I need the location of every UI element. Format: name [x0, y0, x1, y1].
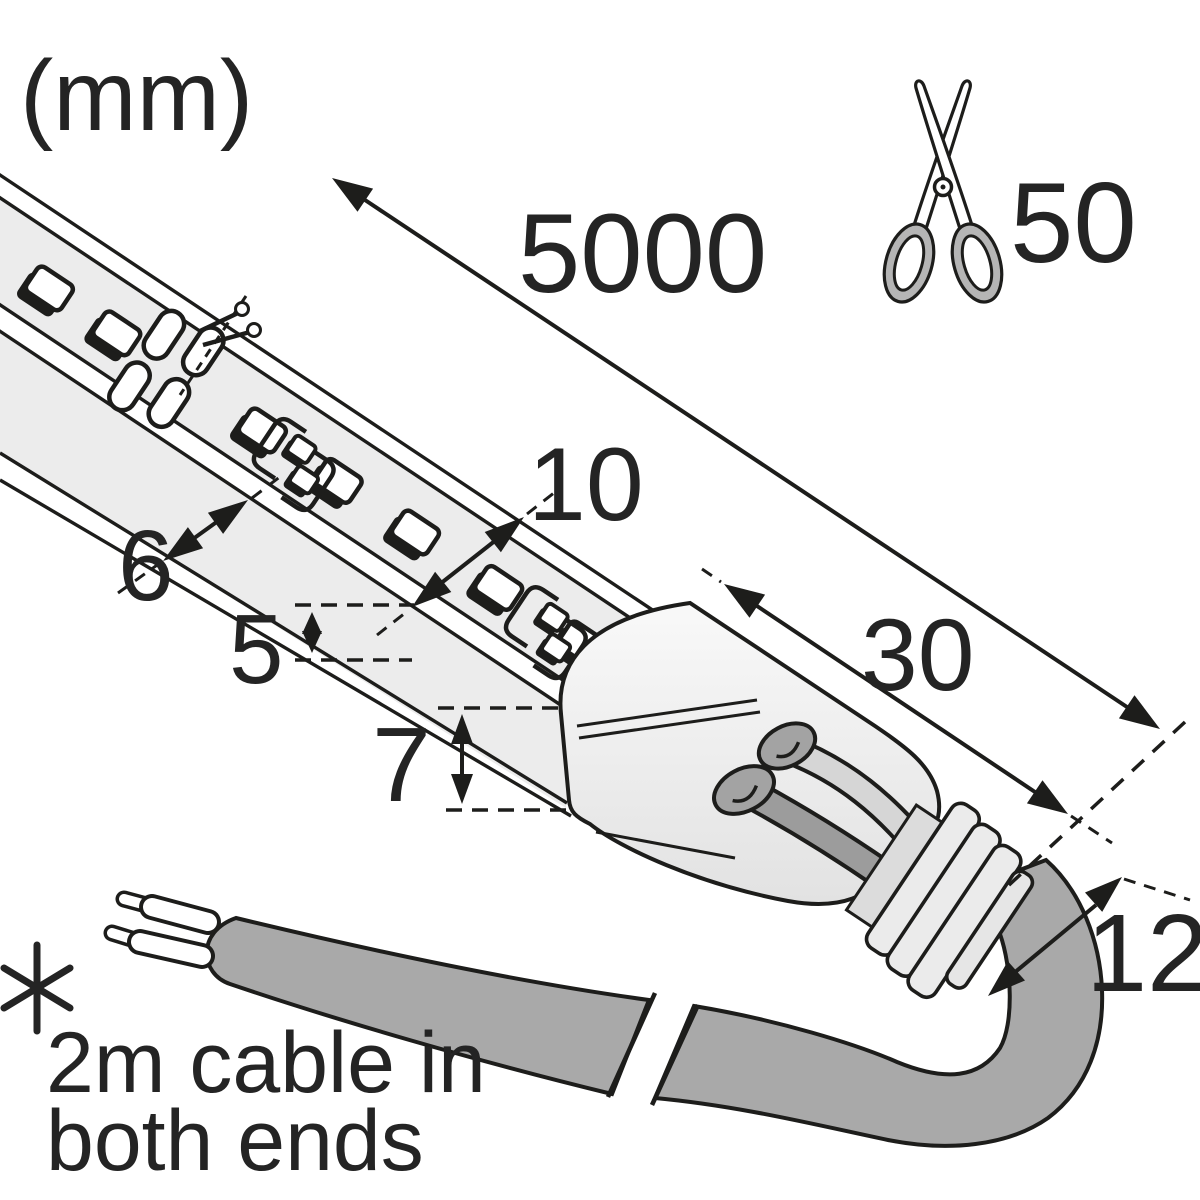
dimension-end-cap-height: 7: [372, 706, 572, 824]
cable-wire-ends: [103, 890, 221, 969]
led-chip: [84, 309, 143, 362]
dim-6-label: 6: [118, 510, 174, 622]
cable-loop-segment: [652, 857, 1105, 1148]
strip-line-f: [0, 478, 572, 818]
dimension-strip-thickness: 5: [229, 594, 414, 704]
footnote-line1: 2m cable in: [46, 1015, 486, 1111]
cut-solder-pads: [107, 308, 226, 430]
dim-30-label: 30: [861, 598, 974, 712]
strip-line-b: [0, 106, 686, 656]
arrowhead: [332, 178, 374, 212]
cut-mark: [178, 295, 262, 396]
led-chip: [17, 264, 76, 317]
led-chip: [230, 406, 289, 459]
connector-seams: [576, 698, 761, 860]
dim-50-label: 50: [1010, 160, 1137, 287]
strip-line-a: [0, 90, 696, 640]
wire-end-cap: [712, 764, 776, 816]
footnote-asterisk: [0, 941, 74, 1035]
pad-bracket-cluster: [503, 585, 588, 681]
dimension-strip-width: 10: [376, 427, 644, 637]
dim-7-label: 7: [372, 706, 431, 824]
cable-break: [605, 992, 701, 1106]
dimension-pad-offset: 6: [117, 471, 286, 622]
pad-bracket-cluster: [251, 416, 336, 513]
strain-relief: [844, 801, 1035, 1000]
arrowhead: [1118, 695, 1160, 729]
scissors-icon: [882, 79, 1004, 304]
dimension-end-cap-length: 30: [701, 567, 1113, 845]
dimension-cable-diameter: 12: [988, 877, 1200, 1015]
dim-10-label: 10: [528, 427, 644, 543]
cable: [103, 857, 1105, 1148]
connector-cap: [558, 600, 1035, 1000]
cut-interval: 50: [882, 79, 1137, 304]
dim-5-label: 5: [229, 594, 284, 704]
wire-end-cap: [756, 721, 818, 771]
dim-12-label: 12: [1086, 892, 1200, 1015]
strip-line-c: [0, 180, 636, 730]
cable-left-segment: [204, 915, 652, 1097]
dim-5000-label: 5000: [518, 191, 767, 316]
led-chip: [466, 563, 525, 616]
led-chips: [17, 264, 608, 672]
footnote: 2m cable in both ends: [0, 941, 486, 1189]
led-chip: [383, 508, 442, 561]
strip-lower-band: [0, 332, 573, 808]
footnote-line2: both ends: [46, 1093, 424, 1189]
witness-line: [1006, 720, 1187, 888]
strip-line-e: [0, 451, 568, 805]
dimension-total-length: 5000: [332, 178, 1160, 729]
strip-line-d: [0, 198, 624, 748]
unit-label: (mm): [20, 40, 253, 152]
cut-scissors-icon: [197, 301, 262, 348]
led-strip: [0, 90, 696, 818]
